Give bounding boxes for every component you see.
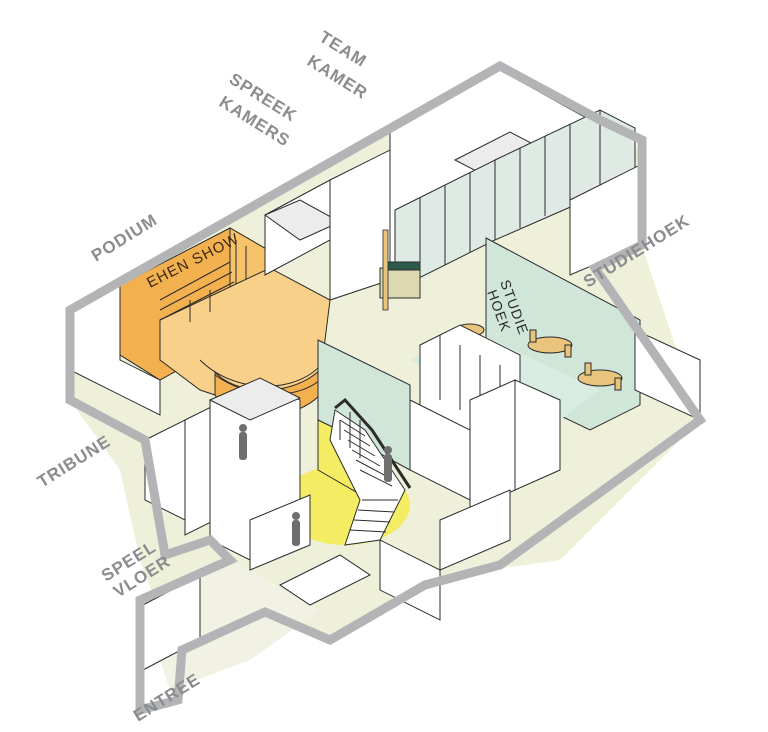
front-walls [69, 164, 701, 671]
stair-area [280, 397, 412, 546]
back-rooms [263, 69, 636, 311]
tables-chairs [455, 323, 623, 391]
people [239, 424, 392, 546]
person-2 [292, 512, 300, 546]
label-podium: PODIUM [88, 210, 161, 265]
label-tribune: TRIBUNE [34, 432, 114, 492]
person-1 [239, 424, 247, 460]
middle-rooms [409, 324, 561, 571]
person-3 [384, 446, 392, 482]
building-outline [65, 60, 707, 716]
